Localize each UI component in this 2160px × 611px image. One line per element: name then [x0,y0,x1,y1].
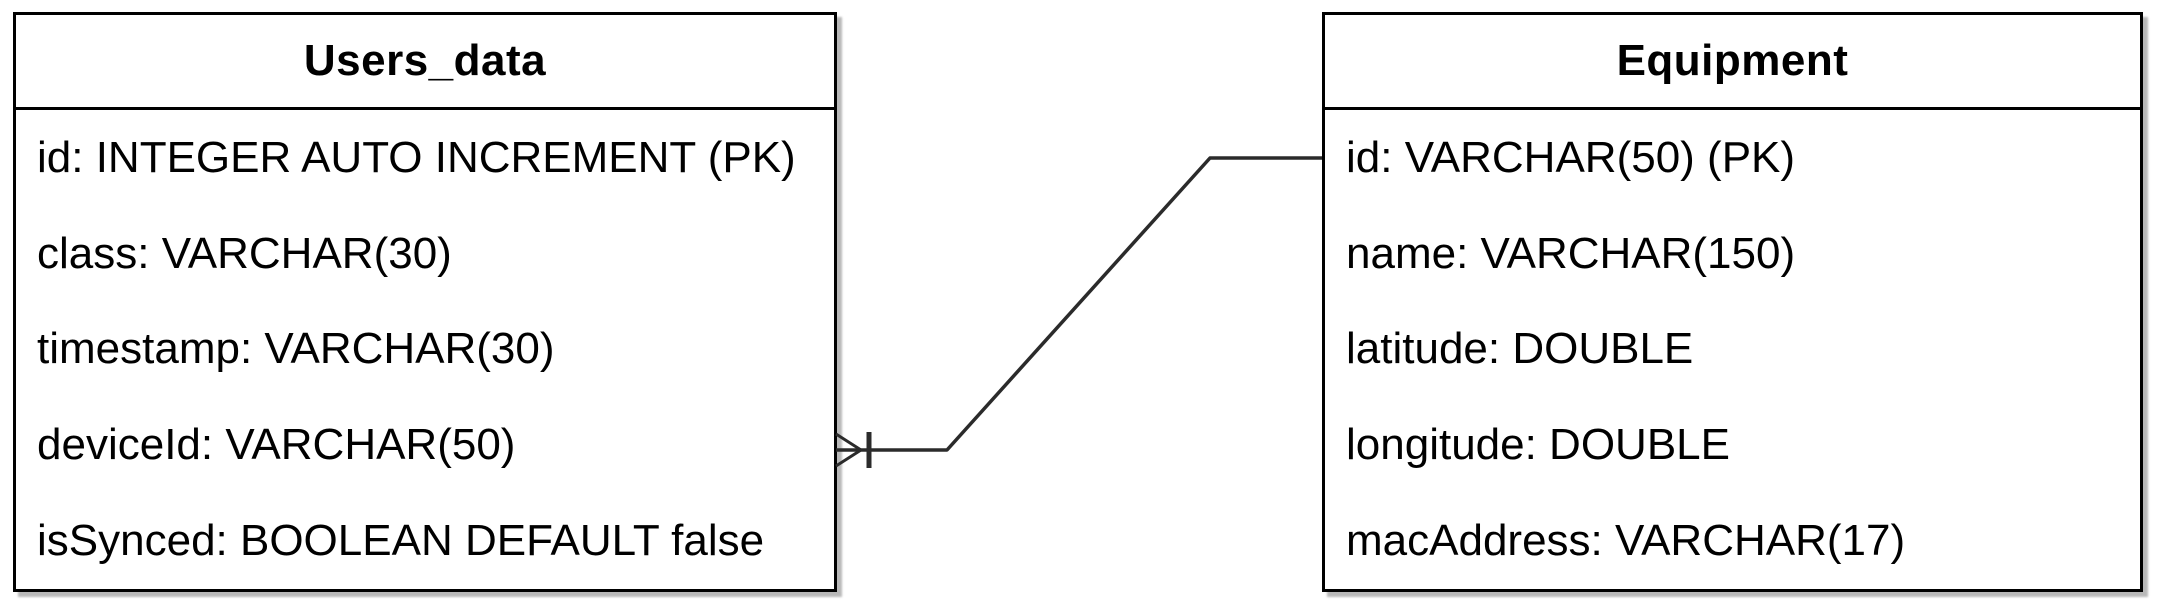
table-row: timestamp: VARCHAR(30) [37,324,555,374]
table-row: macAddress: VARCHAR(17) [1346,516,1906,566]
table-row: class: VARCHAR(30) [37,228,452,278]
table-row: isSynced: BOOLEAN DEFAULT false [37,516,765,566]
table-row: id: INTEGER AUTO INCREMENT (PK) [37,132,796,182]
table-title-equipment: Equipment [1325,15,2140,110]
table-row: name: VARCHAR(150) [1346,228,1796,278]
connector-line [836,156,1322,452]
table-row: longitude: DOUBLE [1346,420,1730,470]
entity-table-equipment: Equipment id: VARCHAR(50) (PK) name: VAR… [1322,12,2143,592]
table-body: id: VARCHAR(50) (PK) name: VARCHAR(150) … [1325,110,2140,589]
table-body: id: INTEGER AUTO INCREMENT (PK) class: V… [16,110,834,589]
crow-foot-many-icon [835,432,862,468]
table-title-users-data: Users_data [16,15,834,110]
table-row: latitude: DOUBLE [1346,324,1694,374]
table-row: deviceId: VARCHAR(50) [37,420,516,470]
entity-table-users-data: Users_data id: INTEGER AUTO INCREMENT (P… [13,12,837,592]
table-row: id: VARCHAR(50) (PK) [1346,132,1796,182]
